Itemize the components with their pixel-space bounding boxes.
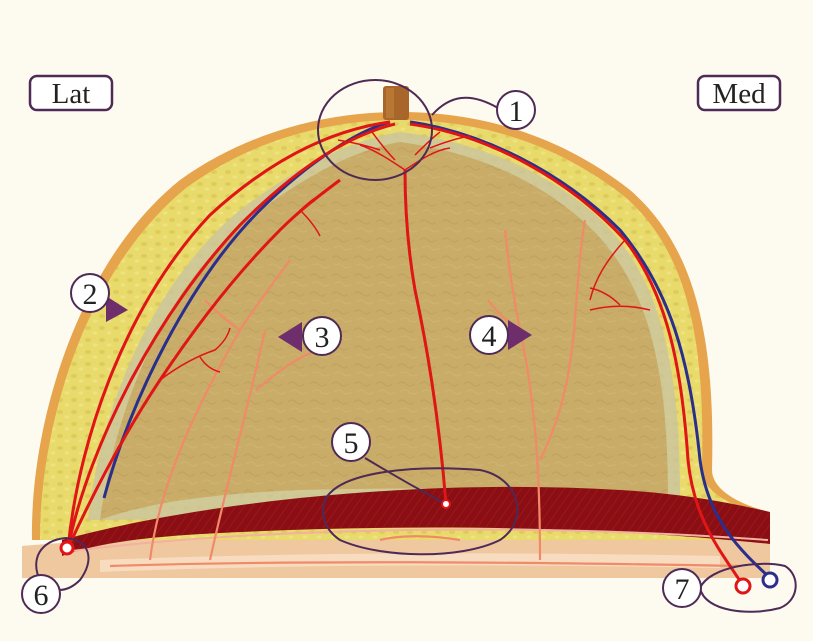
callout-5-number: 5 — [344, 427, 359, 460]
callout-3-number: 3 — [315, 321, 330, 354]
lateral-label-text: Lat — [52, 78, 91, 110]
callout-6-number: 6 — [34, 579, 49, 612]
medial-artery-origin — [736, 579, 750, 593]
callout-4: 4 — [470, 316, 508, 354]
callout-4-number: 4 — [482, 320, 497, 353]
callout-5: 5 — [332, 423, 370, 461]
perforator-origin — [442, 500, 450, 508]
medial-label-text: Med — [712, 78, 766, 110]
callout-2: 2 — [71, 274, 109, 312]
callout-1: 1 — [497, 91, 535, 129]
callout-7: 7 — [663, 569, 701, 607]
medial-vein-origin — [763, 573, 777, 587]
callout-3: 3 — [303, 317, 341, 355]
medial-label: Med — [698, 76, 780, 110]
callout-7-number: 7 — [675, 573, 690, 606]
callout-6: 6 — [22, 575, 60, 613]
callout-1-number: 1 — [509, 95, 524, 128]
lateral-label: Lat — [30, 76, 112, 110]
lateral-artery-origin — [61, 542, 73, 554]
callout-2-number: 2 — [83, 278, 98, 311]
